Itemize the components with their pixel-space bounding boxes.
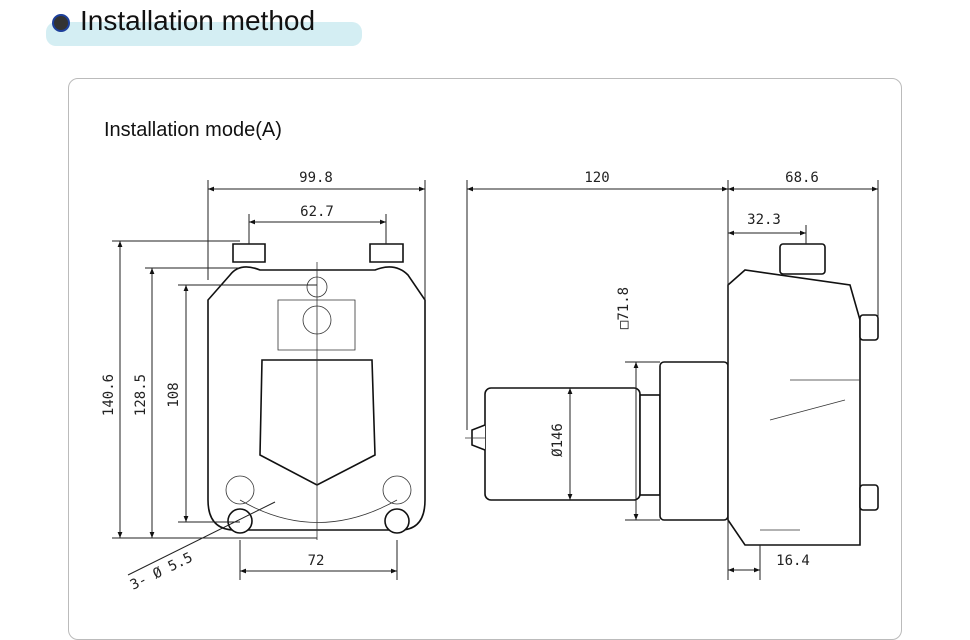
dim-height-holes: 108 [166,382,182,407]
front-view [207,243,426,540]
header-highlight [46,22,362,46]
dim-flange-square: □71.8 [616,287,632,329]
side-view [465,243,879,546]
dim-nozzle-offset: 32.3 [747,212,781,228]
technical-drawing: 99.8 62.7 140.6 128.5 108 72 3- Ø 5.5 12… [101,170,879,594]
section-title: Installation mode(A) [104,119,282,141]
dim-motor-length: 120 [584,170,609,186]
dim-height-body: 128.5 [133,374,149,416]
dim-width-overall: 99.8 [299,170,333,186]
dim-foot-thickness: 16.4 [776,553,810,569]
dim-height-overall: 140.6 [101,374,117,416]
dim-pump-depth: 68.6 [785,170,819,186]
dim-motor-diameter: Ø146 [550,423,566,457]
page-title: Installation method [80,5,316,36]
dim-holes: 3- Ø 5.5 [128,550,196,594]
dim-hole-spacing: 72 [308,553,325,569]
dim-nozzle-spacing: 62.7 [300,204,334,220]
bullet-icon [52,14,70,32]
dimension-lines [112,180,879,580]
